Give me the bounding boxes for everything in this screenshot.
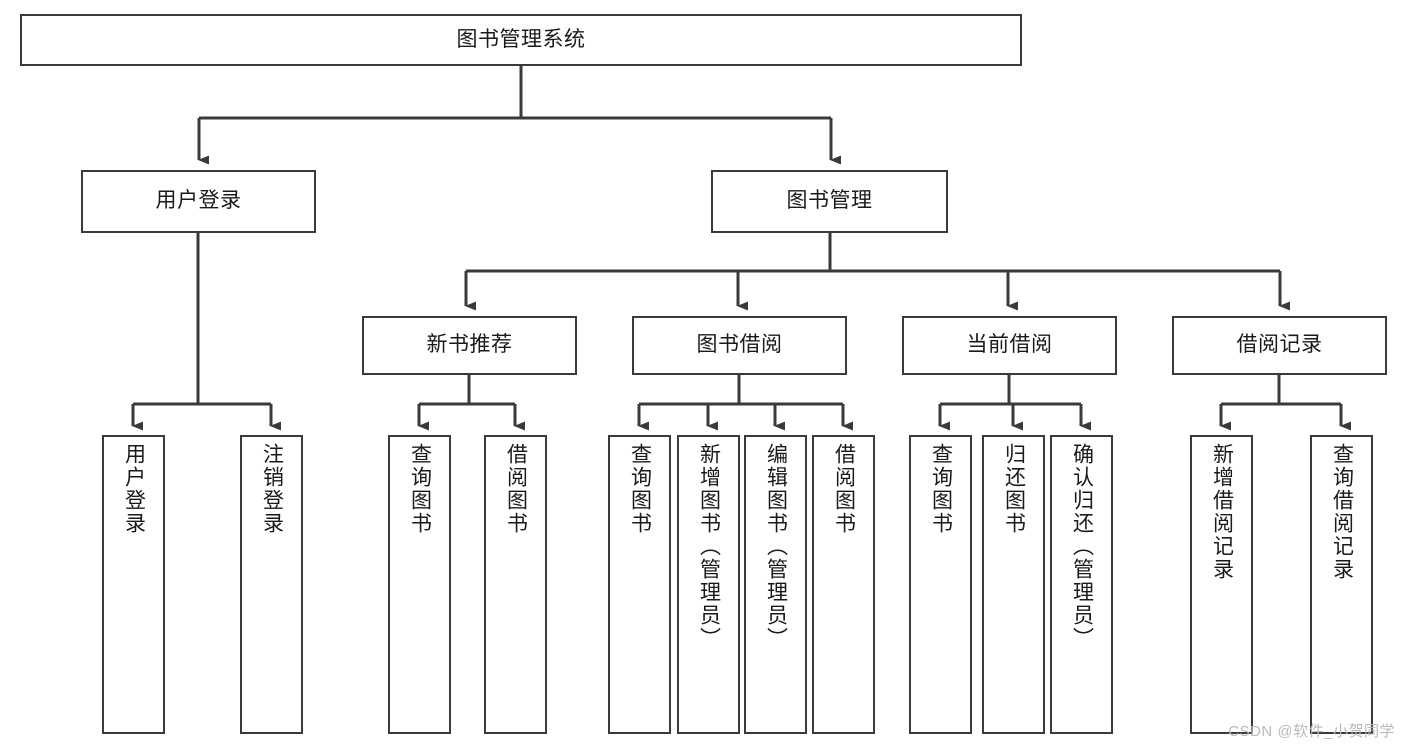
node-borrow-record[interactable]: 借阅记录 <box>1172 316 1387 375</box>
node-user-login[interactable]: 用户登录 <box>81 170 316 233</box>
node-leaf-borrow-book-1[interactable]: 借阅图书 <box>484 435 547 734</box>
node-leaf-return-book[interactable]: 归还图书 <box>982 435 1045 734</box>
leaf-label: 用户登录 <box>122 443 146 535</box>
node-new-book-recommend[interactable]: 新书推荐 <box>362 316 577 375</box>
leaf-label: 新增借阅记录 <box>1210 443 1234 581</box>
leaf-label: 查询借阅记录 <box>1330 443 1354 581</box>
node-current-borrow[interactable]: 当前借阅 <box>902 316 1117 375</box>
node-leaf-query-record[interactable]: 查询借阅记录 <box>1310 435 1373 734</box>
leaf-label: 查询图书 <box>929 443 953 535</box>
node-book-borrow[interactable]: 图书借阅 <box>632 316 847 375</box>
leaf-label: 查询图书 <box>628 443 652 535</box>
node-leaf-logout[interactable]: 注销登录 <box>240 435 303 734</box>
leaf-label: 确认归还（管理员） <box>1070 443 1094 650</box>
node-leaf-query-book-3[interactable]: 查询图书 <box>909 435 972 734</box>
leaf-label: 借阅图书 <box>832 443 856 535</box>
leaf-label: 新增图书（管理员） <box>697 443 721 650</box>
leaf-label: 归还图书 <box>1002 443 1026 535</box>
node-leaf-add-record[interactable]: 新增借阅记录 <box>1190 435 1253 734</box>
node-leaf-confirm-return[interactable]: 确认归还（管理员） <box>1050 435 1113 734</box>
csdn-watermark: CSDN @软件_小贺同学 <box>1228 723 1395 740</box>
leaf-label: 编辑图书（管理员） <box>764 443 788 650</box>
node-leaf-borrow-book-2[interactable]: 借阅图书 <box>812 435 875 734</box>
node-book-manage[interactable]: 图书管理 <box>711 170 948 233</box>
node-leaf-edit-book[interactable]: 编辑图书（管理员） <box>744 435 807 734</box>
leaf-label: 借阅图书 <box>504 443 528 535</box>
node-leaf-add-book[interactable]: 新增图书（管理员） <box>677 435 740 734</box>
leaf-label: 查询图书 <box>408 443 432 535</box>
node-leaf-query-book-1[interactable]: 查询图书 <box>388 435 451 734</box>
node-root-system[interactable]: 图书管理系统 <box>20 14 1022 66</box>
leaf-label: 注销登录 <box>260 443 284 535</box>
node-leaf-query-book-2[interactable]: 查询图书 <box>608 435 671 734</box>
node-leaf-user-login[interactable]: 用户登录 <box>102 435 165 734</box>
